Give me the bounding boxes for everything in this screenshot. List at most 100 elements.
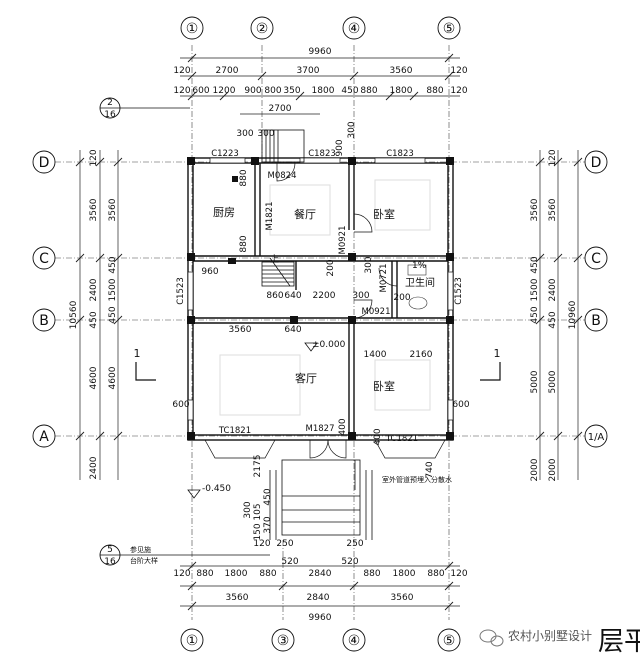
dim-left-o-0: 120 [89,149,99,166]
dim-top-r1-3: 3560 [390,66,413,76]
room-dining: 餐厅 [294,207,316,221]
dim-bot-r1-4: 520 [281,557,298,567]
dim-top-r1-2: 3700 [297,66,320,76]
windows [187,157,454,459]
dim-top-r2-7: 450 [341,86,358,96]
dim-bot-r1-10: 120 [450,569,467,579]
dim-right-i-3: 450 [530,306,540,323]
code-m0921-b: M0921 [362,307,391,317]
dim-top-stair-4: 300 [347,121,357,138]
dim-top-r2-10: 880 [426,86,443,96]
code-m0921-a: M0921 [338,226,348,255]
code-m1827: M1827 [306,424,335,434]
dim-left-o-1: 3560 [89,198,99,221]
dim-left-o-4: 4600 [89,366,99,389]
dim-right-i-0: 3560 [530,198,540,221]
inner-dim-22: 450 [263,488,273,505]
dim-left-o-2: 2400 [89,278,99,301]
axis-right-b: B [591,313,601,329]
dim-top-stair-0: 2700 [269,104,292,114]
inner-dim-24: 370 [263,516,273,533]
inner-dim-21: 105 [253,503,263,520]
dim-bot-r2-2: 3560 [391,593,414,603]
axis-left-b: B [39,313,49,329]
dimension-lines [79,57,579,607]
code-m0824: M0824 [268,171,297,181]
detail-ref-5-num: 5 [107,545,113,555]
dim-bot-extra-1: 250 [276,539,293,549]
code-tc1821-a: TC1821 [218,426,251,436]
note-see-detail: 参见施 [130,545,151,554]
inner-dim-8: 200 [393,293,410,303]
dim-top-r2-11: 120 [450,86,467,96]
dim-top-stair-2: 300 [257,129,274,139]
dim-bot-r1-1: 880 [196,569,213,579]
dim-right-o-2: 2400 [548,278,558,301]
dim-bot-r1-0: 120 [173,569,190,579]
dim-bot-extra-2: 250 [346,539,363,549]
drawing-title: 层平 [598,627,640,657]
axis-top-1: ① [186,21,199,37]
watermark-text: 农村小别墅设计 [508,629,592,643]
dim-left-i-1: 450 [108,256,118,273]
section-label-right: 1 [494,347,501,360]
elevation-ground: ±0.000 [312,340,346,350]
code-c1523-b: C1523 [454,277,464,305]
inner-dim-5: 2200 [313,291,336,301]
room-bathroom: 卫生间 [405,276,435,289]
axis-top-2: ② [256,21,269,37]
detail-ref-2-num: 2 [107,98,113,108]
axis-bottom-3: ③ [277,633,290,649]
doors [276,162,398,459]
dim-top-r2-8: 880 [360,86,377,96]
axis-bottom-1: ① [186,633,199,649]
dim-top-r2-1: 600 [192,86,209,96]
dim-bot-r2-0: 3560 [226,593,249,603]
axis-right-c: C [591,251,601,267]
inner-dim-4: 640 [284,291,301,301]
bathroom-fixtures [407,264,428,310]
dim-left-i-0: 3560 [108,198,118,221]
note-pipe: 室外管道预埋入分散水 [382,475,452,484]
dimension-ticks [75,53,583,611]
dim-top-r2-0: 120 [173,86,190,96]
axis-bottom-5: ⑤ [443,633,456,649]
dim-top-r2-3: 900 [244,86,261,96]
axis-top-5: ⑤ [443,21,456,37]
elevation-outdoor: -0.450 [202,484,231,494]
detail-ref-lines [100,107,270,556]
inner-dim-3: 860 [266,291,283,301]
note-step-detail: 台阶大样 [130,556,158,565]
dim-left-i-2: 1500 [108,278,118,301]
inner-dim-18: 2175 [253,455,263,478]
inner-dim-19: 740 [425,461,435,478]
inner-dim-12: 1400 [364,350,387,360]
dim-left-o-5: 2400 [89,456,99,479]
dim-left-total: 10560 [69,300,79,329]
elevation-marks [187,342,318,499]
axis-right-d: D [591,155,602,171]
dim-top-r2-2: 1200 [213,86,236,96]
dim-top-r2-4: 800 [264,86,281,96]
inner-dim-1: 880 [239,235,249,252]
dim-bot-r2-1: 2840 [307,593,330,603]
dim-top-r2-5: 350 [283,86,300,96]
dim-top-r2-9: 1800 [390,86,413,96]
dim-left-i-4: 4600 [108,366,118,389]
dim-top-r1-0: 120 [173,66,190,76]
axis-top-4: ④ [348,21,361,37]
dim-top-r1-4: 120 [450,66,467,76]
entry-steps [269,459,373,540]
dim-right-o-3: 450 [548,311,558,328]
room-bedroom-south: 卧室 [373,379,395,393]
wechat-icon [479,629,504,647]
room-kitchen: 厨房 [213,206,235,219]
dim-top-r1-1: 2700 [216,66,239,76]
dim-bot-r1-2: 1800 [225,569,248,579]
inner-dim-23: 150 [253,523,263,540]
detail-ref-2-sheet: 16 [104,110,116,120]
section-markers [135,362,501,381]
inner-dim-7: 200 [326,259,336,276]
room-living: 客厅 [295,371,317,385]
code-c1823-a: C1823 [308,149,336,159]
